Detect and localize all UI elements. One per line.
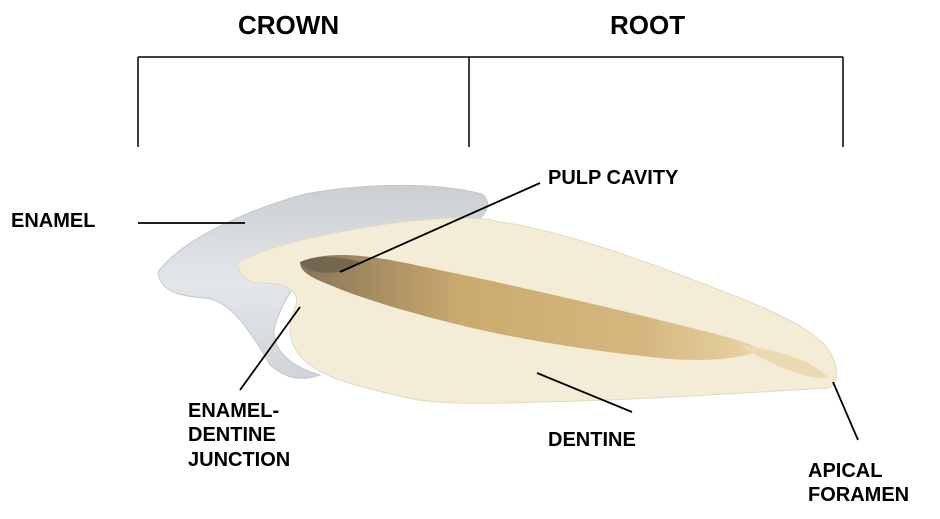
- enamel-label: ENAMEL: [11, 209, 95, 233]
- region-brackets: [138, 57, 843, 147]
- junction-line-1: ENAMEL-: [188, 399, 290, 423]
- crown-heading: CROWN: [238, 10, 339, 42]
- dentine-label: DENTINE: [548, 428, 636, 452]
- apical-foramen-label: APICAL FORAMEN: [808, 459, 909, 508]
- enamel-dentine-junction-label: ENAMEL- DENTINE JUNCTION: [188, 399, 290, 472]
- pulp-cavity-label: PULP CAVITY: [548, 166, 678, 190]
- apical-line-2: FORAMEN: [808, 483, 909, 507]
- apical-line-1: APICAL: [808, 459, 909, 483]
- root-heading: ROOT: [610, 10, 685, 42]
- apical-foramen-leader: [833, 382, 858, 440]
- junction-line-2: DENTINE: [188, 423, 290, 447]
- junction-line-3: JUNCTION: [188, 448, 290, 472]
